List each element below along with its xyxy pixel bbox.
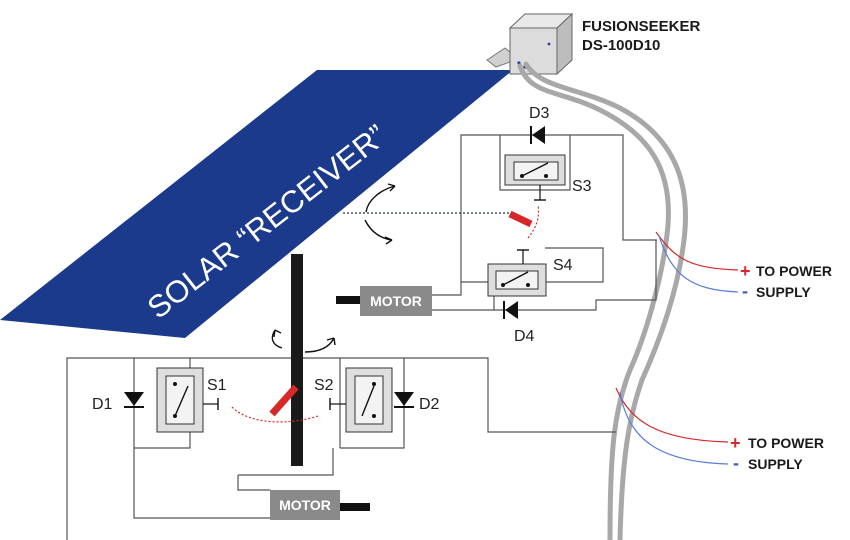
- switch-s4-label: S4: [553, 257, 573, 274]
- upper-motor: [336, 286, 432, 316]
- wiring: [66, 134, 657, 540]
- upper-power-label-1: TO POWER: [756, 263, 832, 279]
- diode-d2: [394, 392, 414, 408]
- lower-power-label-1: TO POWER: [748, 435, 824, 451]
- sensor-paths: [231, 204, 540, 423]
- upper-plus-sign: +: [740, 261, 751, 281]
- switch-s3: [504, 154, 566, 201]
- lower-minus-sign: -: [733, 453, 739, 473]
- switch-s2: [329, 367, 393, 433]
- tracker-mast: [291, 254, 303, 466]
- solar-panel: [0, 70, 513, 338]
- switch-s3-label: S3: [572, 178, 592, 195]
- upper-minus-sign: -: [742, 281, 748, 301]
- lower-sensor: [269, 384, 299, 417]
- switch-s2-label: S2: [314, 377, 334, 394]
- fusionseeker-device: [486, 12, 574, 76]
- switch-s1: [156, 367, 219, 433]
- device-name: FUSIONSEEKER: [582, 18, 701, 35]
- switch-s1-label: S1: [207, 377, 227, 394]
- upper-motor-label: MOTOR: [370, 293, 422, 309]
- main-cable: [517, 61, 688, 540]
- device-model: DS-100D10: [582, 37, 660, 54]
- diode-d4: [503, 301, 518, 319]
- lower-motor-label: MOTOR: [279, 497, 331, 513]
- diode-d4-label: D4: [514, 328, 535, 345]
- diode-d1: [124, 392, 144, 408]
- lower-plus-sign: +: [730, 433, 741, 453]
- power-leads: [615, 231, 739, 465]
- lower-power-label-2: SUPPLY: [748, 456, 803, 472]
- switch-s4: [487, 249, 547, 297]
- diode-d3-label: D3: [529, 105, 550, 122]
- lower-motor: [270, 490, 370, 520]
- upper-power-label-2: SUPPLY: [756, 284, 811, 300]
- diode-d2-label: D2: [419, 396, 440, 413]
- diode-d3: [530, 126, 545, 144]
- rotation-arrows: [271, 183, 396, 353]
- upper-sensor: [508, 210, 533, 228]
- diode-d1-label: D1: [92, 396, 113, 413]
